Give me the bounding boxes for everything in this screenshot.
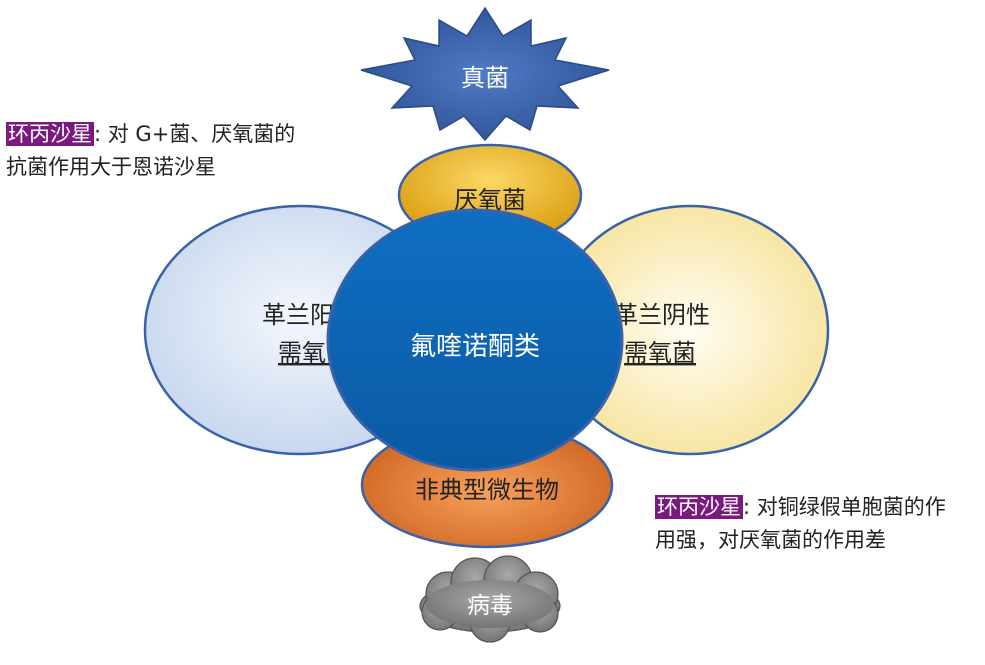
note-top-left: 环丙沙星: 对 G+菌、厌氧菌的 抗菌作用大于恩诺沙星 (6, 118, 295, 184)
note-bottom-right-line1: 环丙沙星: 对铜绿假单胞菌的作 (655, 491, 946, 524)
center-circle: 氟喹诺酮类 (326, 208, 624, 472)
gram-negative-ellipse: 革兰阴性 需氧菌 (550, 204, 830, 456)
atypical-label: 非典型微生物 (415, 476, 559, 504)
star-shape (360, 6, 610, 142)
center-label: 氟喹诺酮类 (410, 332, 540, 362)
note-bottom-right-tag: 环丙沙星 (655, 495, 743, 519)
note-bottom-right-text1: : 对铜绿假单胞菌的作 (743, 495, 946, 519)
note-top-left-line2: 抗菌作用大于恩诺沙星 (6, 155, 216, 179)
virus-cloud: 病毒 (419, 555, 561, 643)
gram-negative-line2: 需氧菌 (624, 339, 696, 367)
note-bottom-right-line2: 用强，对厌氧菌的作用差 (655, 528, 886, 552)
note-top-left-text1: : 对 G+菌、厌氧菌的 (94, 122, 296, 146)
virus-label: 病毒 (467, 593, 513, 619)
note-top-left-line1: 环丙沙星: 对 G+菌、厌氧菌的 (6, 118, 295, 151)
note-top-left-tag: 环丙沙星 (6, 122, 94, 146)
note-bottom-right: 环丙沙星: 对铜绿假单胞菌的作 用强，对厌氧菌的作用差 (655, 491, 946, 557)
gram-negative-line1: 革兰阴性 (614, 301, 710, 329)
center-circle-shape (326, 208, 624, 472)
fungi-star: 真菌 (360, 6, 610, 142)
fungi-label: 真菌 (461, 64, 509, 92)
